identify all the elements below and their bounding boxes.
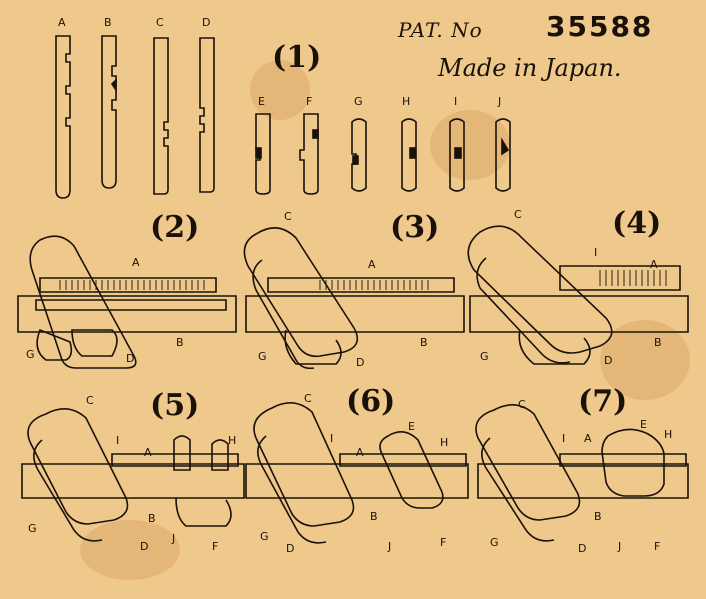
step-6-number: (6) <box>346 384 396 419</box>
piece-label-i: I <box>454 95 458 108</box>
step-3-label-a: A <box>368 258 376 271</box>
step-4-label-i: I <box>594 246 598 259</box>
step-4-label-b: B <box>654 336 662 349</box>
step-3-drawing <box>243 227 465 370</box>
step-6-label-e: E <box>408 420 415 433</box>
piece-i-drawing <box>449 118 465 192</box>
step-7-label-h: H <box>664 428 673 441</box>
step-7-label-j: J <box>618 540 622 553</box>
step-4-label-c: C <box>514 208 522 221</box>
piece-c-drawing <box>153 37 169 195</box>
step-6-label-f: F <box>440 536 447 549</box>
step-7-label-b: B <box>594 510 602 523</box>
piece-b-drawing <box>101 35 117 189</box>
step-6-label-h: H <box>440 436 449 449</box>
step-6-label-b: B <box>370 510 378 523</box>
piece-h-drawing <box>401 118 417 192</box>
figure-1-number: (1) <box>272 40 322 75</box>
piece-label-j: J <box>498 95 502 108</box>
step-7-label-c: C <box>518 398 526 411</box>
step-6-label-j: J <box>388 540 392 553</box>
step-5-label-a: A <box>144 446 152 459</box>
step-7-label-i: I <box>562 432 566 445</box>
piece-label-d: D <box>202 16 211 29</box>
piece-label-h: H <box>402 95 411 108</box>
step-2-drawing <box>17 235 237 369</box>
step-3-label-d: D <box>356 356 365 369</box>
step-7-label-d: D <box>578 542 587 555</box>
step-5-label-i: I <box>116 434 120 447</box>
piece-label-a: A <box>58 16 66 29</box>
step-6-label-g: G <box>260 530 269 543</box>
step-5-drawing <box>21 408 245 542</box>
step-4-label-a: A <box>650 258 658 271</box>
piece-label-c: C <box>156 16 164 29</box>
step-6-label-c: C <box>304 392 312 405</box>
piece-label-b: B <box>104 16 112 29</box>
piece-label-g: G <box>354 95 363 108</box>
step-3-label-b: B <box>420 336 428 349</box>
piece-e-drawing <box>255 113 271 195</box>
step-2-number: (2) <box>150 210 200 245</box>
patent-label: PAT. No <box>398 18 483 42</box>
step-5-label-g: G <box>28 522 37 535</box>
step-2-label-d: D <box>126 352 135 365</box>
piece-label-f: F <box>306 95 313 108</box>
step-5-label-f: F <box>212 540 219 553</box>
step-5-label-c: C <box>86 394 94 407</box>
step-3-label-g: G <box>258 350 267 363</box>
step-5-label-b: B <box>148 512 156 525</box>
step-7-drawing <box>475 404 689 542</box>
step-4-label-d: D <box>604 354 613 367</box>
step-7-label-e: E <box>640 418 647 431</box>
step-2-label-a: A <box>132 256 140 269</box>
step-7-label-f: F <box>654 540 661 553</box>
step-4-drawing <box>467 225 689 365</box>
step-4-number: (4) <box>612 206 662 241</box>
step-7-label-g: G <box>490 536 499 549</box>
step-5-label-h: H <box>228 434 237 447</box>
piece-f-drawing <box>299 113 319 195</box>
step-5-number: (5) <box>150 388 200 423</box>
piece-j-drawing <box>495 118 511 192</box>
step-6-label-a: A <box>356 446 364 459</box>
step-4-label-g: G <box>480 350 489 363</box>
step-7-number: (7) <box>578 384 628 419</box>
step-3-label-c: C <box>284 210 292 223</box>
step-7-label-a: A <box>584 432 592 445</box>
step-6-label-i: I <box>330 432 334 445</box>
step-2-label-b: B <box>176 336 184 349</box>
piece-d-drawing <box>199 37 215 193</box>
step-2-label-g: G <box>26 348 35 361</box>
step-6-drawing <box>245 402 469 544</box>
patent-number: 35588 <box>546 10 654 43</box>
made-in-japan-text: Made in Japan. <box>438 54 622 82</box>
piece-a-drawing <box>55 35 71 199</box>
piece-g-drawing <box>351 118 367 192</box>
step-5-label-d: D <box>140 540 149 553</box>
step-6-label-d: D <box>286 542 295 555</box>
step-3-number: (3) <box>390 210 440 245</box>
piece-label-e: E <box>258 95 265 108</box>
step-5-label-j: J <box>172 532 176 545</box>
